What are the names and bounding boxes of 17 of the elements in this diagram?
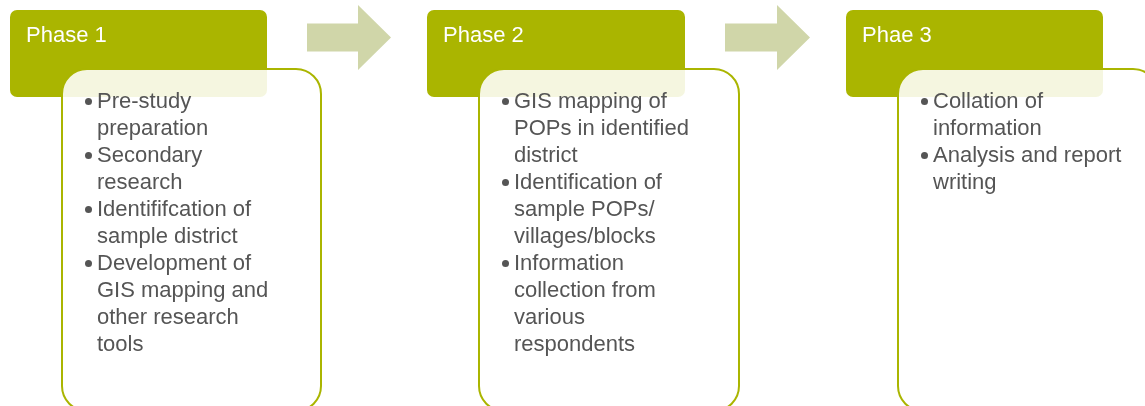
block-arrow (725, 5, 810, 70)
task-item: Identification of sample POPs/ villages/blocks (514, 168, 663, 249)
task-item: Information collection from various respondents (514, 249, 657, 357)
task-item: GIS mapping of POPs in identified district (514, 87, 690, 168)
task-card (897, 68, 1145, 406)
block-arrow (307, 5, 391, 70)
task-item: Secondary research (97, 141, 204, 195)
task-card (61, 68, 322, 406)
phase-title: Phae 3 (862, 22, 932, 48)
phase-title: Phase 2 (443, 22, 524, 48)
task-item: Identififcation of sample district (97, 195, 253, 249)
task-item: Analysis and report writing (933, 141, 1123, 195)
task-item: Collation of information (933, 87, 1045, 141)
phase-title: Phase 1 (26, 22, 107, 48)
task-card (478, 68, 740, 406)
task-item: Pre-study preparation (97, 87, 210, 141)
task-item: Development of GIS mapping and other research tools (97, 249, 270, 357)
